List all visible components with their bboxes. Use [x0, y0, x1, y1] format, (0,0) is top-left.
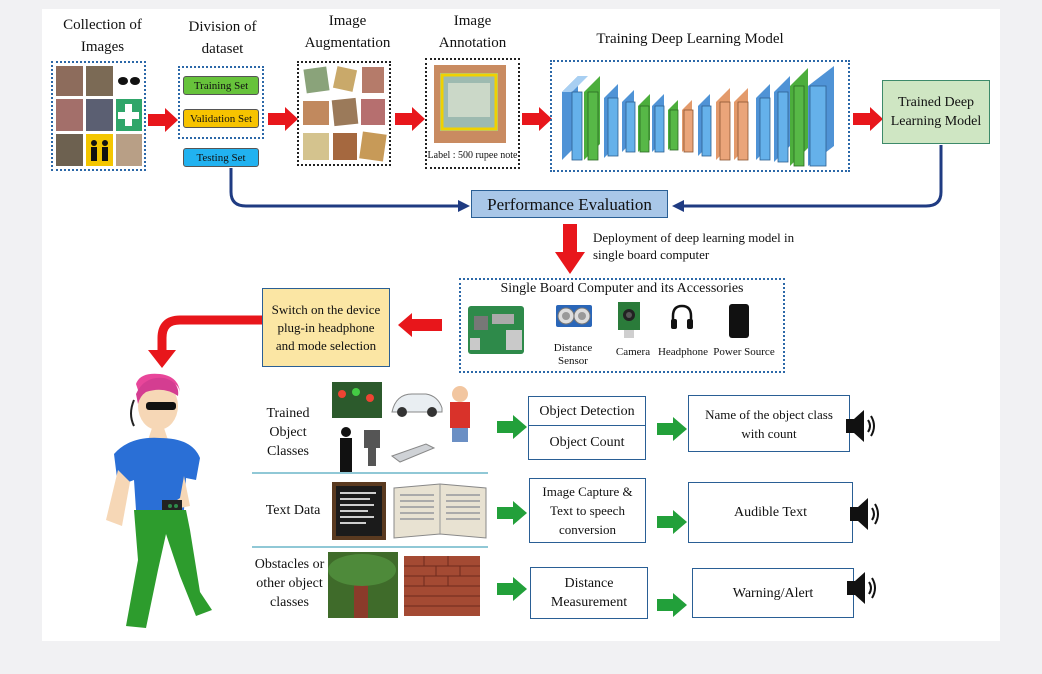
arrow-right-red — [522, 107, 552, 131]
distance-sensor-icon — [556, 305, 592, 327]
header-augmentation: Image Augmentation — [304, 13, 391, 51]
arrow-right-red — [853, 107, 883, 131]
obstacle-images — [328, 552, 480, 618]
camera-label: Camera — [615, 346, 651, 358]
headphone-icon — [671, 304, 693, 329]
trained-model-box: Trained Deep Learning Model — [882, 80, 990, 144]
trained-object-classes-label: Trained Object Classes — [266, 406, 310, 459]
switch-device-box: Switch on the device plug-in headphone a… — [262, 288, 390, 367]
text-to-speech-box: Image Capture & Text to speech conversio… — [529, 478, 646, 543]
camera-module-icon — [618, 302, 640, 338]
cnn-layers-illustration — [562, 66, 834, 167]
arrow-right-green — [497, 577, 527, 601]
row-divider — [252, 472, 488, 474]
arrow-right-green — [497, 415, 527, 439]
header-collection: Collection of Images — [63, 17, 142, 55]
headphone-label: Headphone — [657, 346, 709, 358]
object-output-box: Name of the object class with count — [688, 395, 850, 452]
curved-arrow-to-user — [148, 315, 262, 368]
arrow-right-green — [657, 417, 687, 441]
speaker-icon — [847, 572, 876, 604]
training-model-group — [550, 60, 850, 172]
annotation-label: Label : 500 rupee note — [427, 150, 518, 161]
blind-user-illustration — [106, 373, 212, 628]
obstacles-label: Obstacles or other object classes — [254, 557, 325, 610]
header-training: Training Deep Learning Model — [596, 31, 784, 47]
arrow-left-red — [398, 313, 442, 337]
arrow-right-red — [268, 107, 298, 131]
object-detection-box: Object Detection — [528, 396, 646, 427]
audible-text-box: Audible Text — [688, 482, 853, 543]
performance-evaluation-box: Performance Evaluation — [471, 190, 668, 218]
row-divider — [252, 546, 488, 548]
collection-images-group — [51, 61, 146, 171]
object-class-images — [332, 382, 470, 472]
sbc-group — [459, 278, 785, 373]
validation-set-box: Validation Set — [183, 109, 259, 128]
division-group — [178, 66, 264, 139]
text-data-images — [332, 482, 487, 540]
warning-alert-box: Warning/Alert — [692, 568, 854, 618]
testing-set-box: Testing Set — [183, 148, 259, 167]
power-source-icon — [729, 304, 749, 338]
augmentation-images-group — [297, 61, 391, 166]
distance-sensor-label: Distance Sensor — [553, 342, 593, 367]
training-set-box: Training Set — [183, 76, 259, 95]
arrow-right-green — [497, 501, 527, 525]
annotation-group — [425, 58, 520, 169]
header-division: Division of dataset — [188, 19, 257, 57]
header-annotation: Image Annotation — [438, 13, 507, 51]
augmented-note-images — [303, 66, 387, 162]
power-source-label: Power Source — [713, 346, 775, 358]
arrow-down-red — [555, 224, 585, 274]
arrow-right-red — [395, 107, 425, 131]
arrow-right-green — [657, 510, 687, 534]
annotated-note-image — [434, 65, 506, 143]
collection-image-grid — [56, 66, 142, 166]
speaker-icon — [850, 498, 879, 530]
object-count-box: Object Count — [528, 425, 646, 460]
speaker-icon — [846, 410, 875, 442]
sbc-title: Single Board Computer and its Accessorie… — [500, 281, 744, 296]
distance-measurement-box: Distance Measurement — [530, 567, 648, 619]
deployment-text: Deployment of deep learning model in sin… — [593, 230, 795, 262]
raspberry-pi-board — [468, 306, 524, 354]
text-data-label: Text Data — [265, 503, 321, 518]
arrow-right-red — [148, 108, 178, 132]
arrow-right-green — [657, 593, 687, 617]
